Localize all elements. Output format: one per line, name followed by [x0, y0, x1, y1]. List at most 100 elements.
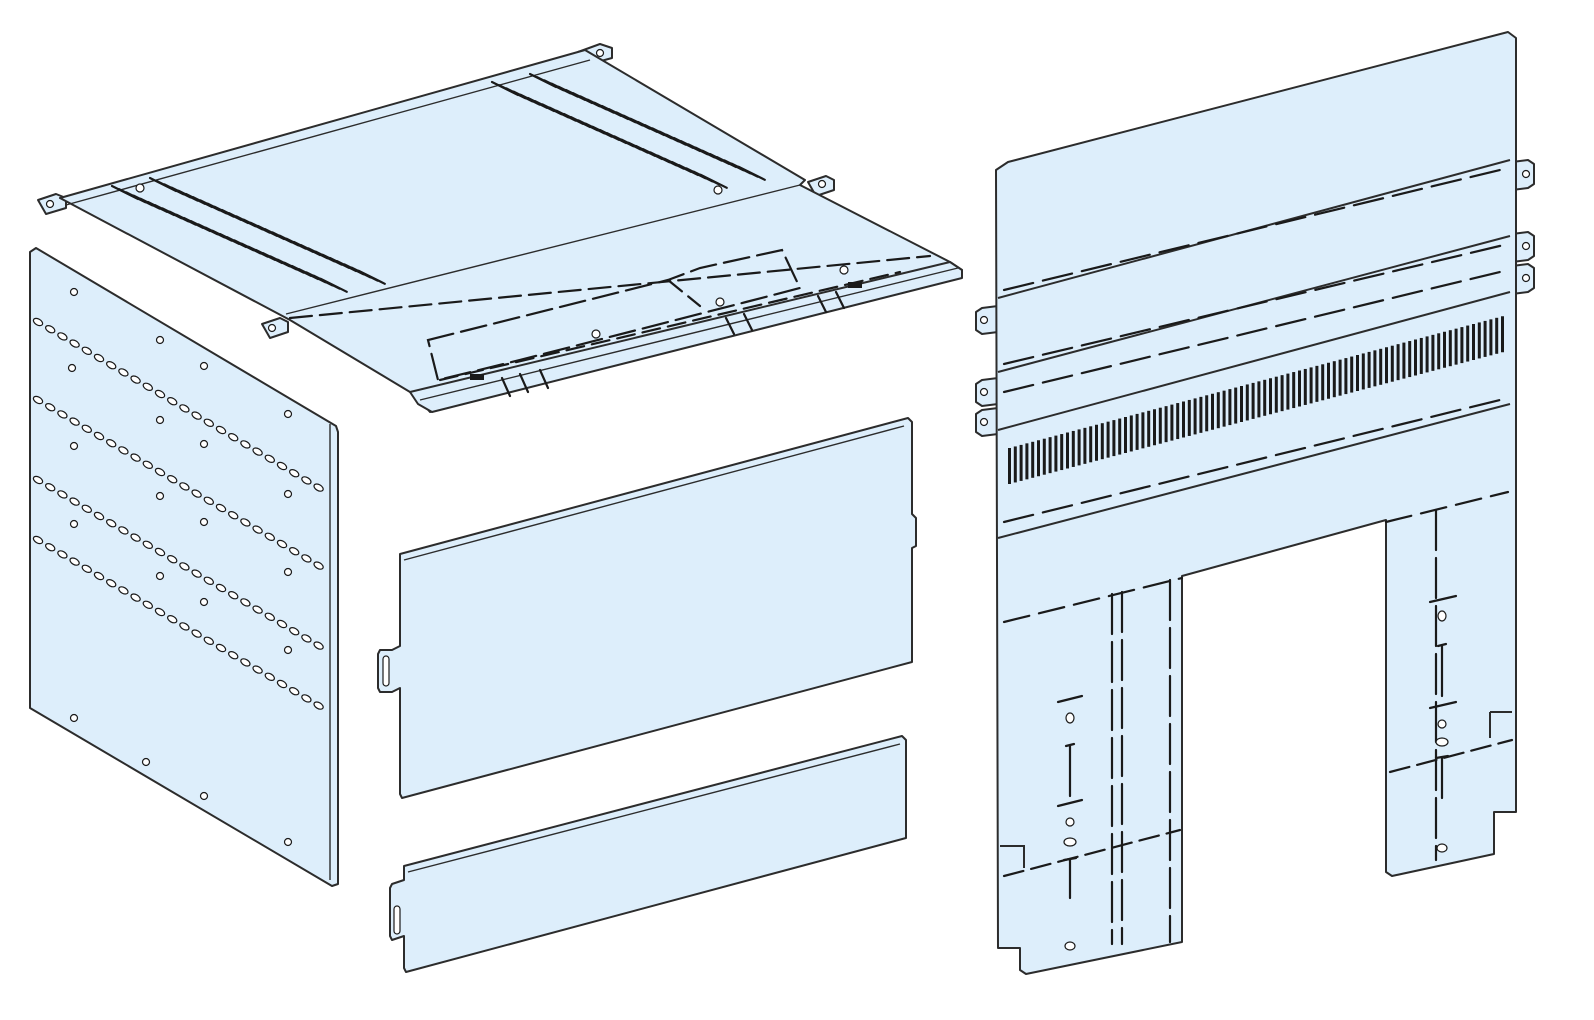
side-panel-hole	[69, 713, 79, 723]
side-panel-slot	[106, 518, 117, 528]
rear-plate-pin	[1064, 742, 1076, 798]
side-panel-slot	[167, 554, 178, 564]
side-panel-slot	[276, 461, 288, 471]
side-panel-slot	[154, 389, 166, 399]
rear-vent-slot	[1147, 410, 1151, 447]
rear-vent-slot	[1269, 378, 1272, 415]
rear-vent-slot	[1211, 393, 1214, 430]
rear-plate-bend-line	[997, 291, 1511, 431]
rear-vent-slot	[1228, 389, 1232, 426]
rear-vent-slot	[1013, 446, 1017, 483]
side-panel-hole	[67, 363, 77, 373]
rear-vent-slot	[1060, 434, 1064, 471]
rear-vent-slot	[1344, 358, 1348, 395]
top-plate-cutout-divider	[438, 270, 902, 382]
side-panel-slot	[106, 438, 117, 448]
side-panel-slot	[301, 554, 312, 563]
rear-plate-dash-line	[1384, 490, 1510, 524]
rear-vent-slot	[1205, 395, 1209, 432]
rear-plate-body	[995, 31, 1517, 975]
rear-plate-hole	[1064, 941, 1076, 951]
rear-plate-bracket	[1428, 594, 1458, 604]
rear-partition-plate	[975, 31, 1535, 975]
rear-plate-dash-line	[1002, 396, 1510, 524]
side-panel-slot	[69, 339, 80, 348]
rear-plate-bracket	[1056, 694, 1084, 704]
side-panel-slot	[118, 526, 129, 535]
rear-plate-step	[1000, 845, 1025, 868]
side-panel-slot	[264, 672, 275, 682]
side-panel-slot	[130, 593, 141, 602]
top-plate-vent-group-left	[110, 176, 386, 293]
rear-vent-slot	[1100, 423, 1104, 460]
side-panel-slot	[167, 614, 178, 624]
side-panel-slot	[81, 564, 92, 574]
side-panel-slot	[252, 605, 263, 614]
top-plate-clip	[848, 282, 862, 288]
side-panel-hole	[199, 361, 209, 371]
rear-plate-tab-hole	[979, 417, 989, 427]
rear-vent-slot	[1460, 327, 1464, 364]
rear-vent-slot	[1321, 364, 1325, 401]
side-panel-slot	[276, 619, 288, 629]
rear-vent-slot	[1315, 365, 1319, 402]
side-panel-hole	[283, 567, 293, 577]
side-panel-slot	[264, 454, 275, 464]
side-panel-hole	[69, 287, 79, 297]
vent-slot	[699, 173, 728, 189]
side-panel-slot	[154, 547, 166, 557]
rear-vent-slot	[1071, 430, 1075, 467]
rear-vent-slot	[1240, 386, 1243, 422]
side-panel-slot	[179, 482, 190, 491]
front-panel-large-edge	[403, 425, 905, 561]
rear-vent-slot	[1095, 424, 1098, 461]
top-plate-vent-group-right	[490, 72, 766, 189]
rear-vent-slot	[1402, 342, 1406, 379]
side-panel-slot	[203, 418, 214, 428]
rear-plate-pin	[1062, 856, 1078, 900]
rear-vent-slot	[1338, 359, 1342, 396]
top-plate-tab-hole	[817, 179, 827, 189]
side-panel-hole	[69, 441, 79, 451]
top-plate-front-lip	[409, 261, 963, 413]
top-plate-hole	[713, 185, 723, 195]
rear-vent-slot	[1292, 372, 1296, 409]
vent-slot	[737, 165, 766, 181]
side-panel-slot	[57, 332, 68, 341]
side-panel-slot	[154, 607, 166, 617]
top-plate-cutout-divider	[666, 278, 702, 308]
side-panel-slot	[240, 658, 251, 667]
top-plate-lip-edge	[419, 267, 959, 401]
side-panel-slot	[118, 586, 129, 595]
rear-vent-slot	[1286, 373, 1290, 410]
rear-vent-slot	[1443, 331, 1446, 368]
rear-vent-slot	[1437, 333, 1441, 370]
side-panel-slot	[191, 411, 202, 420]
side-panel-hole	[283, 837, 293, 847]
rear-vent-slot	[1489, 319, 1493, 356]
rear-vent-slot	[1158, 407, 1162, 444]
rear-vent-slot	[1263, 379, 1267, 416]
side-panel-slot	[228, 432, 239, 442]
side-panel-slot	[301, 476, 312, 485]
side-panel-slot	[93, 353, 105, 363]
side-panel-slot	[57, 490, 68, 499]
side-panel-hole	[155, 335, 165, 345]
side-panel-slot	[191, 629, 202, 638]
side-panel-slot	[301, 694, 312, 703]
rear-vent-slot	[1501, 316, 1504, 353]
side-panel-hole	[199, 791, 209, 801]
side-panel-slot	[215, 425, 227, 435]
rear-vent-slot	[1495, 317, 1499, 354]
top-cover-plate	[37, 43, 963, 413]
rear-plate-cross-line	[1002, 828, 1182, 878]
rear-plate-tab-hole	[1521, 241, 1531, 251]
side-panel-holes	[67, 287, 293, 847]
rear-vent-slot	[1019, 444, 1023, 481]
rear-plate-hole	[1437, 610, 1447, 622]
side-panel-slot	[240, 598, 251, 607]
top-plate-tab-hole	[45, 199, 55, 209]
side-panel-slot	[130, 533, 141, 542]
rear-plate-bracket	[1056, 798, 1084, 808]
